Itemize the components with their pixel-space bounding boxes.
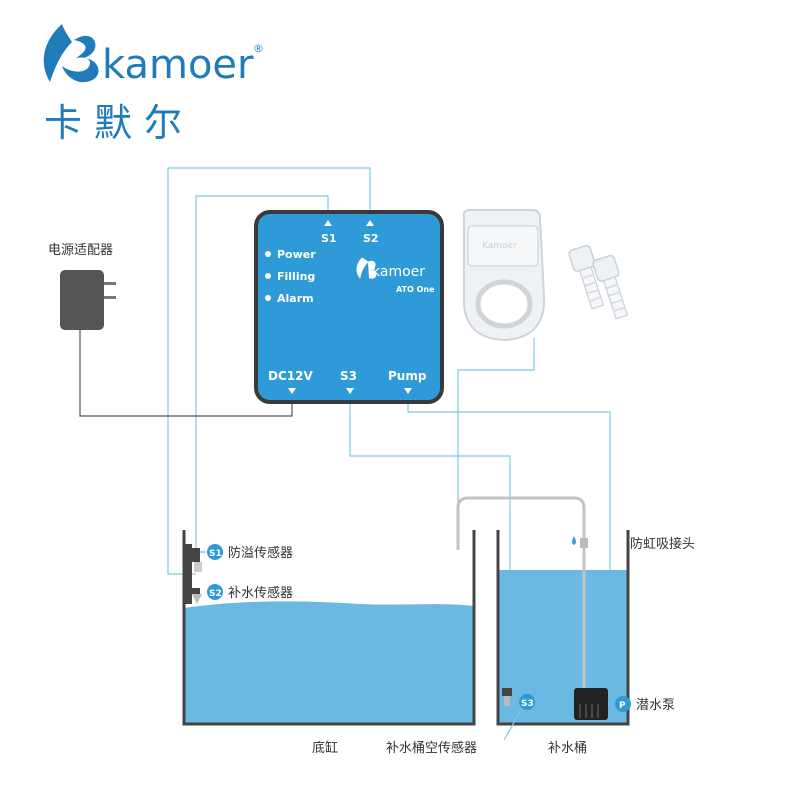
reservoir-walls	[496, 530, 630, 726]
anti-siphon-fitting	[580, 538, 588, 548]
screw-left	[568, 244, 605, 310]
empty-sensor-label: 补水桶空传感器	[386, 740, 477, 756]
wire-bracket	[457, 338, 535, 550]
kamoer-logo-wave	[62, 35, 99, 83]
adapter-prong-top	[104, 282, 116, 285]
reservoir-water	[498, 570, 628, 724]
refill-sensor-label: 补水传感器	[228, 585, 293, 601]
s1-port-label: S1	[321, 232, 337, 245]
overflow-sensor-label: 防溢传感器	[228, 545, 293, 561]
kamoer-logo: kamoer ® 卡默尔	[43, 24, 264, 145]
kamoer-logo-mark	[43, 24, 72, 82]
empty-sensor-body	[502, 688, 512, 696]
reservoir: 防虹吸接头 P 潜水泵 S3 补水桶空传感器 补水桶	[386, 496, 695, 756]
refill-hose	[456, 496, 586, 690]
kamoer-chinese-name: 卡默尔	[44, 101, 194, 145]
s2-port-label: S2	[363, 232, 379, 245]
mounting-bracket: Kamoer	[462, 209, 546, 342]
anti-siphon-label: 防虹吸接头	[630, 536, 695, 552]
pump-port-label: Pump	[388, 369, 427, 383]
main-tank-label: 底缸	[312, 740, 338, 756]
power-indicator-label: Power	[277, 248, 316, 261]
wire-s2	[167, 167, 371, 575]
refill-sensor-body	[192, 588, 200, 594]
s3-port-arrow	[346, 388, 354, 394]
ato-controller: S1 S2 Power Filling Alarm kamoer ATO One…	[254, 210, 444, 404]
main-tank-water	[184, 601, 474, 724]
controller-brand: kamoer	[372, 264, 425, 280]
controller-model: ATO One	[396, 285, 435, 294]
pump-port-arrow	[404, 388, 412, 394]
pump-grille	[579, 704, 599, 718]
overflow-sensor-body	[192, 548, 200, 562]
s2-port-arrow	[366, 220, 374, 226]
empty-sensor-float	[504, 696, 510, 706]
s3-port-label: S3	[340, 369, 357, 383]
main-tank: S1 防溢传感器 S2 补水传感器 底缸	[182, 530, 476, 756]
power-adapter-label: 电源适配器	[48, 243, 113, 258]
controller-body	[254, 210, 444, 404]
power-led	[265, 251, 271, 257]
alarm-indicator-label: Alarm	[277, 292, 314, 305]
registered-mark: ®	[253, 42, 264, 55]
adapter-prong-bottom	[104, 296, 116, 299]
power-adapter-body	[60, 270, 104, 330]
s2-badge	[207, 584, 223, 600]
dc12v-port-label: DC12V	[268, 369, 313, 383]
submersible-pump-label: 潜水泵	[636, 698, 675, 713]
sensor-mount-bracket	[184, 544, 192, 604]
s2-badge-text: S2	[209, 589, 222, 599]
main-tank-walls	[182, 530, 476, 726]
refill-sensor-float	[192, 594, 202, 604]
filling-led	[265, 273, 271, 279]
s1-badge	[207, 544, 223, 560]
bracket-ring	[475, 279, 533, 329]
pump-badge	[615, 696, 631, 712]
power-adapter: 电源适配器	[48, 243, 116, 330]
anti-siphon-drop-icon	[572, 536, 576, 545]
filling-indicator-label: Filling	[277, 270, 315, 283]
dc12v-port-arrow	[288, 388, 296, 394]
alarm-led	[265, 295, 271, 301]
overflow-sensor-float	[194, 562, 202, 572]
controller-logo-icon	[356, 257, 377, 279]
bracket-embossed-text: Kamoer	[482, 241, 517, 251]
reservoir-label: 补水桶	[548, 741, 587, 756]
submersible-pump	[574, 688, 608, 720]
screw-right	[592, 254, 629, 320]
s3-badge	[519, 694, 535, 710]
kamoer-wordmark: kamoer	[102, 42, 254, 88]
thumb-screws	[568, 244, 629, 320]
pump-badge-text: P	[619, 701, 626, 711]
empty-sensor-leader	[503, 711, 521, 741]
s1-port-arrow	[324, 220, 332, 226]
bracket-top-plate	[467, 225, 539, 267]
s3-badge-text: S3	[521, 699, 534, 709]
s1-badge-text: S1	[209, 549, 222, 559]
